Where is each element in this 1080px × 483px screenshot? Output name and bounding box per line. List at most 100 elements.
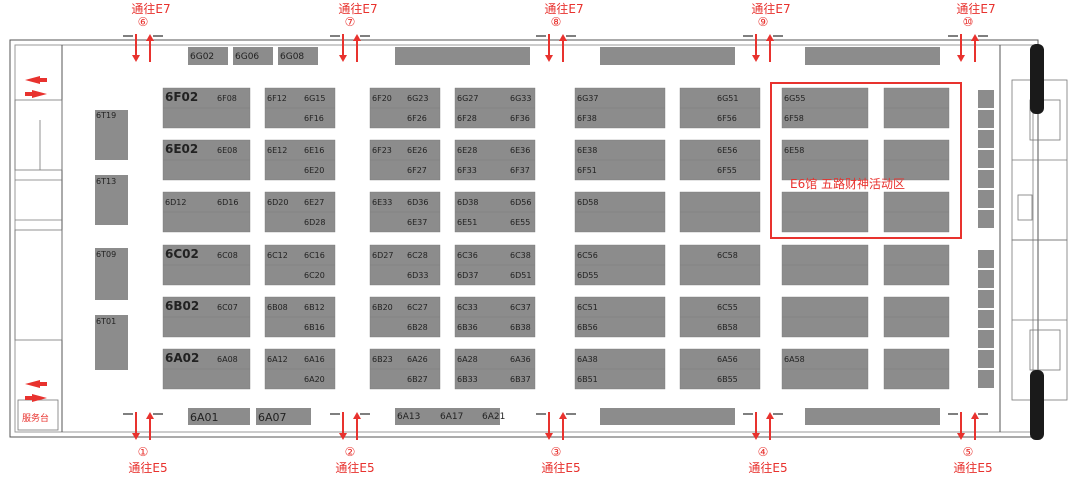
booth-label-6C51[interactable]: 6C51: [577, 303, 598, 312]
booth-label-6F51[interactable]: 6F51: [577, 166, 597, 175]
booth-label-6B27[interactable]: 6B27: [407, 375, 428, 384]
small-booth[interactable]: [978, 310, 994, 328]
booth-label-6D36[interactable]: 6D36: [407, 198, 428, 207]
booth-label-6F55[interactable]: 6F55: [717, 166, 737, 175]
booth-6T13[interactable]: 6T13: [96, 177, 116, 186]
booth-label-6F23[interactable]: 6F23: [372, 146, 392, 155]
small-booth[interactable]: [978, 330, 994, 348]
booth-label-6C07[interactable]: 6C07: [217, 303, 238, 312]
booth-label-6D58[interactable]: 6D58: [577, 198, 598, 207]
booth-label-6B20[interactable]: 6B20: [372, 303, 393, 312]
booth-label-6E12[interactable]: 6E12: [267, 146, 287, 155]
booth-label-6E51[interactable]: 6E51: [457, 218, 477, 227]
booth-label-6A08[interactable]: 6A08: [217, 355, 238, 364]
entrance-label[interactable]: 通往E7: [131, 1, 170, 16]
booth-label-6G23[interactable]: 6G23: [407, 94, 428, 103]
small-booth[interactable]: [978, 350, 994, 368]
booth-label-6D37[interactable]: 6D37: [457, 271, 478, 280]
small-booth[interactable]: [978, 290, 994, 308]
booth-label-6A28[interactable]: 6A28: [457, 355, 478, 364]
booth-label-6B02[interactable]: 6B02: [165, 299, 199, 313]
small-booth[interactable]: [978, 210, 994, 228]
booth-label-6E36[interactable]: 6E36: [510, 146, 530, 155]
booth-label-6D20[interactable]: 6D20: [267, 198, 288, 207]
booth-label-6D51[interactable]: 6D51: [510, 271, 531, 280]
booth-label-6A02[interactable]: 6A02: [165, 351, 199, 365]
small-booth[interactable]: [978, 170, 994, 188]
booth-label-6D38[interactable]: 6D38: [457, 198, 478, 207]
booth-label-6C08[interactable]: 6C08: [217, 251, 238, 260]
booth-label-6A58[interactable]: 6A58: [784, 355, 805, 364]
entrance-label[interactable]: 通往E7: [544, 1, 583, 16]
booth-6G06[interactable]: 6G06: [235, 52, 259, 62]
booth-label-6D16[interactable]: 6D16: [217, 198, 238, 207]
entrance-label[interactable]: 通往E7: [751, 1, 790, 16]
booth-label-6B16[interactable]: 6B16: [304, 323, 325, 332]
entrance-label[interactable]: 通往E7: [338, 1, 377, 16]
booth-label-6E28[interactable]: 6E28: [457, 146, 477, 155]
booth-label-6B58[interactable]: 6B58: [717, 323, 738, 332]
booth-label-6D33[interactable]: 6D33: [407, 271, 428, 280]
booth-label-6C20[interactable]: 6C20: [304, 271, 325, 280]
entrance-label[interactable]: 通往E7: [956, 1, 995, 16]
booth-label-6D56[interactable]: 6D56: [510, 198, 531, 207]
booth-label-6A20[interactable]: 6A20: [304, 375, 325, 384]
booth-label-6A16[interactable]: 6A16: [304, 355, 325, 364]
booth-label-6F58[interactable]: 6F58: [784, 114, 804, 123]
booth-label-6F02[interactable]: 6F02: [165, 90, 198, 104]
small-booth[interactable]: [978, 150, 994, 168]
booth-label-6C58[interactable]: 6C58: [717, 251, 738, 260]
booth-label-6B36[interactable]: 6B36: [457, 323, 478, 332]
booth-label-6F16[interactable]: 6F16: [304, 114, 324, 123]
booth-label-6C55[interactable]: 6C55: [717, 303, 738, 312]
booth-6A07[interactable]: 6A07: [258, 411, 287, 424]
booth-label-6B28[interactable]: 6B28: [407, 323, 428, 332]
booth-label-6E20[interactable]: 6E20: [304, 166, 324, 175]
booth-label-6G27[interactable]: 6G27: [457, 94, 478, 103]
booth-label-6G37[interactable]: 6G37: [577, 94, 598, 103]
small-booth[interactable]: [978, 370, 994, 388]
booth-label-6B33[interactable]: 6B33: [457, 375, 478, 384]
booth-label-6B55[interactable]: 6B55: [717, 375, 738, 384]
booth-label-6C36[interactable]: 6C36: [457, 251, 478, 260]
booth-label-6C38[interactable]: 6C38: [510, 251, 531, 260]
small-booth[interactable]: [978, 190, 994, 208]
booth-label-6F36[interactable]: 6F36: [510, 114, 530, 123]
booth-label-6F33[interactable]: 6F33: [457, 166, 477, 175]
booth-label-6E38[interactable]: 6E38: [577, 146, 597, 155]
booth-label-6A38[interactable]: 6A38: [577, 355, 598, 364]
small-booth[interactable]: [978, 90, 994, 108]
small-booth[interactable]: [978, 110, 994, 128]
booth-6G02[interactable]: 6G02: [190, 52, 214, 62]
booth-label-6C12[interactable]: 6C12: [267, 251, 288, 260]
booth-label-6C28[interactable]: 6C28: [407, 251, 428, 260]
small-booth[interactable]: [978, 270, 994, 288]
booth-label-6C56[interactable]: 6C56: [577, 251, 598, 260]
booth-label-6D12[interactable]: 6D12: [165, 198, 186, 207]
booth-label-6G33[interactable]: 6G33: [510, 94, 531, 103]
booth-6T01[interactable]: 6T01: [96, 317, 116, 326]
entrance-label[interactable]: 通往E5: [541, 460, 580, 475]
booth-label-6B51[interactable]: 6B51: [577, 375, 598, 384]
entrance-label[interactable]: 通往E5: [953, 460, 992, 475]
booth-label-6A56[interactable]: 6A56: [717, 355, 738, 364]
booth-label-6F28[interactable]: 6F28: [457, 114, 477, 123]
booth-6T09[interactable]: 6T09: [96, 250, 116, 259]
booth-label-6F37[interactable]: 6F37: [510, 166, 530, 175]
booth-label-6A26[interactable]: 6A26: [407, 355, 428, 364]
booth-6G08[interactable]: 6G08: [280, 52, 304, 62]
booth-label-6G55[interactable]: 6G55: [784, 94, 805, 103]
booth-label-6E02[interactable]: 6E02: [165, 142, 198, 156]
booth-label-6D55[interactable]: 6D55: [577, 271, 598, 280]
booth-label-6G51[interactable]: 6G51: [717, 94, 738, 103]
small-booth[interactable]: [978, 130, 994, 148]
booth-6A21[interactable]: 6A21: [482, 412, 505, 422]
booth-label-6F12[interactable]: 6F12: [267, 94, 287, 103]
booth-label-6B08[interactable]: 6B08: [267, 303, 288, 312]
entrance-label[interactable]: 通往E5: [335, 460, 374, 475]
booth-label-6C16[interactable]: 6C16: [304, 251, 325, 260]
entrance-label[interactable]: 通往E5: [748, 460, 787, 475]
booth-label-6F38[interactable]: 6F38: [577, 114, 597, 123]
booth-label-6E08[interactable]: 6E08: [217, 146, 237, 155]
booth-label-6C02[interactable]: 6C02: [165, 247, 199, 261]
